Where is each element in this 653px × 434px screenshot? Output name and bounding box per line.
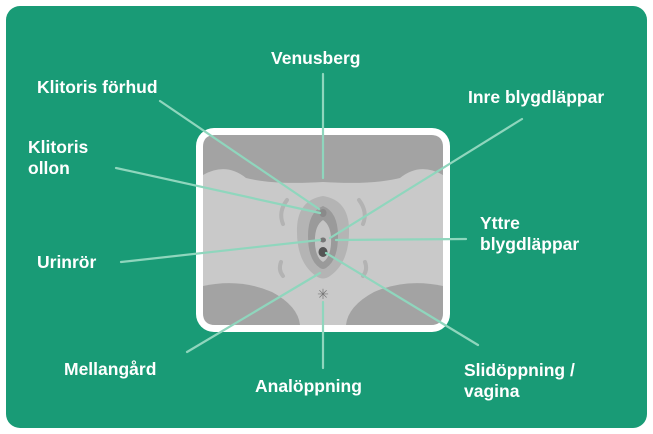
- label-inre-blygdlappar: Inre blygdläppar: [468, 87, 604, 108]
- label-slidoppning-line2: vagina: [464, 381, 575, 402]
- leader-yttre-blygdlappar: [336, 239, 466, 240]
- label-urinror: Urinrör: [37, 252, 96, 273]
- label-slidoppning: Slidöppning / vagina: [464, 360, 575, 402]
- label-klitoris-ollon-line2: ollon: [28, 158, 88, 179]
- label-klitoris-forhud: Klitoris förhud: [37, 77, 158, 98]
- label-analoppning: Analöppning: [255, 376, 362, 397]
- label-slidoppning-line1: Slidöppning /: [464, 360, 575, 381]
- label-yttre-blygdlappar-line1: Yttre: [480, 213, 579, 234]
- label-yttre-blygdlappar-line2: blygdläppar: [480, 234, 579, 255]
- anus-mark: ✳: [317, 287, 329, 303]
- label-klitoris-ollon-line1: Klitoris: [28, 137, 88, 158]
- label-venusberg: Venusberg: [271, 48, 360, 69]
- label-mellangard: Mellangård: [64, 359, 156, 380]
- label-klitoris-ollon: Klitoris ollon: [28, 137, 88, 179]
- label-yttre-blygdlappar: Yttre blygdläppar: [480, 213, 579, 255]
